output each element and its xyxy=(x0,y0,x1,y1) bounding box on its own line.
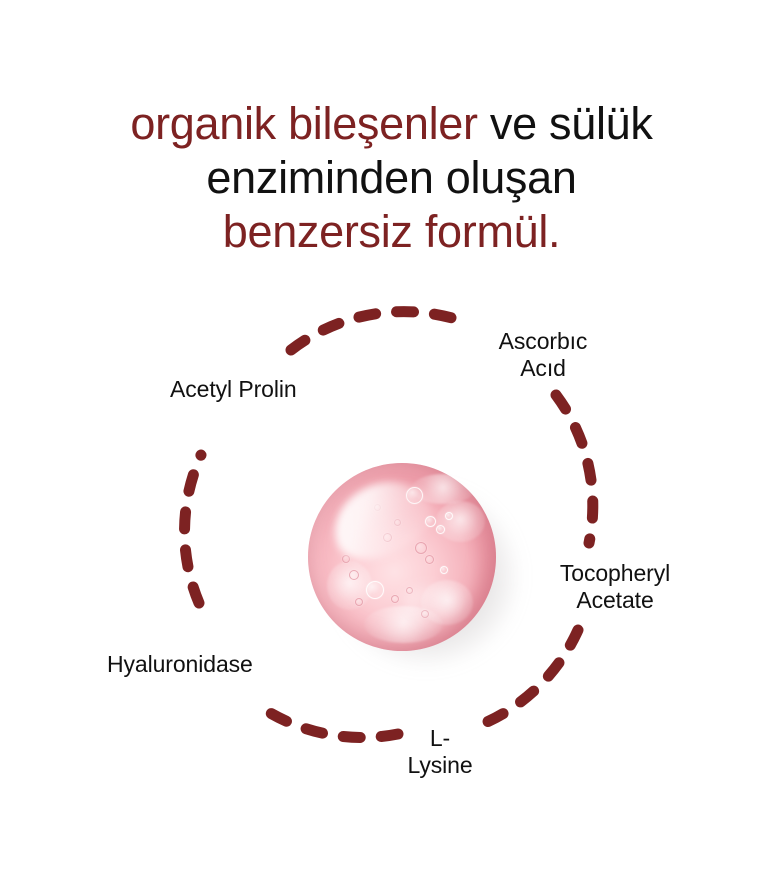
ring-arc-bottom-right xyxy=(481,624,584,728)
headline-line-2: enziminden oluşan xyxy=(0,151,783,205)
ingredient-label-hyaluronidase: Hyaluronidase xyxy=(107,651,253,677)
ingredient-label-l-lysine: L- Lysine xyxy=(407,725,473,778)
headline-line-3: benzersiz formül. xyxy=(0,205,783,259)
gel-droplet-image xyxy=(300,448,516,664)
droplet-rim xyxy=(308,463,496,651)
ingredient-label-tocopheryl-acetate: Tocopheryl Acetate xyxy=(559,560,671,613)
dashed-ring-icon xyxy=(179,306,599,743)
headline-segment-plain-1: ve sülük xyxy=(477,98,653,149)
headline-line-1: organik bileşenler ve sülük xyxy=(0,97,783,151)
headline-segment-accent-2: benzersiz formül. xyxy=(222,206,561,257)
headline-segment-plain-2: enziminden oluşan xyxy=(206,152,577,203)
droplet-body xyxy=(308,463,496,651)
page-title: organik bileşenler ve sülük enziminden o… xyxy=(0,97,783,259)
ingredient-label-ascorbic-acid: Ascorbıc Acıd xyxy=(498,328,588,381)
ingredient-ring-diagram: Acetyl Prolin Ascorbıc Acıd Tocopheryl A… xyxy=(0,300,783,830)
ingredient-label-acetyl-prolin: Acetyl Prolin xyxy=(170,376,297,402)
ring-arc-right xyxy=(550,389,599,549)
ring-arc-left xyxy=(179,449,207,609)
ring-arc-top xyxy=(285,306,458,356)
headline-segment-accent-1: organik bileşenler xyxy=(130,98,478,149)
ring-arc-bottom-left xyxy=(253,700,404,743)
